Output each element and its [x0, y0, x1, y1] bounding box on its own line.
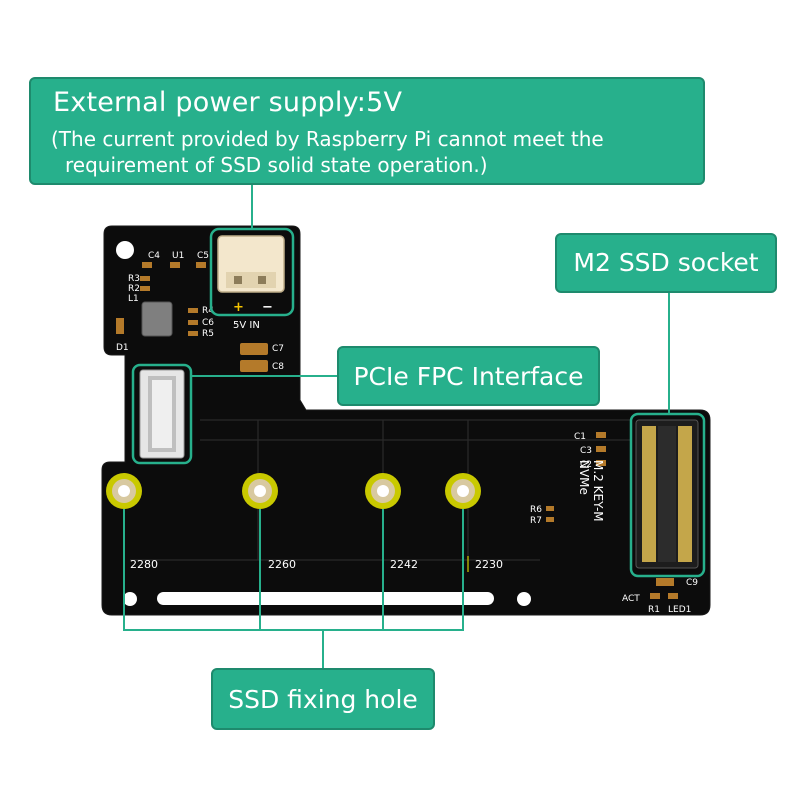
power-supply-title: External power supply:5V: [53, 87, 403, 118]
label-r2: R2: [128, 284, 140, 294]
label-c6: C6: [202, 318, 214, 328]
label-c4: C4: [148, 251, 160, 261]
label-r3: R3: [128, 274, 140, 284]
label-c3: C3: [580, 446, 592, 456]
label-act: ACT: [622, 594, 640, 604]
label-c5: C5: [197, 251, 209, 261]
mount-hole-top: [116, 241, 134, 259]
label-r6: R6: [530, 505, 542, 515]
label-c8: C8: [272, 362, 284, 372]
size-label-2230: 2230: [475, 558, 503, 571]
silk-key-m: M.2 KEY-M: [591, 460, 605, 522]
fixing-hole-callout: SSD fixing hole: [211, 668, 435, 730]
label-r4: R4: [202, 306, 214, 316]
label-r5: R5: [202, 329, 214, 339]
power-connector: [217, 235, 285, 293]
power-supply-callout: External power supply:5V (The current pr…: [29, 77, 705, 185]
power-minus-label: −: [262, 300, 273, 315]
m2-socket: [635, 419, 699, 569]
socket-highlight-frame: [629, 412, 706, 578]
ssd-slot: [157, 592, 494, 605]
fixing-hole-2230: [445, 473, 481, 509]
fixing-hole-label: SSD fixing hole: [228, 685, 418, 714]
label-led1: LED1: [668, 605, 691, 615]
fpc-connector: [139, 369, 185, 459]
pcie-fpc-callout: PCIe FPC Interface: [337, 346, 600, 406]
label-u1: U1: [172, 251, 184, 261]
leader-lines: [123, 185, 670, 668]
silk-nvme: NVMe: [577, 460, 591, 495]
fpc-highlight-frame: [131, 363, 193, 465]
fixing-hole-2242: [365, 473, 401, 509]
label-c2: C2: [580, 460, 592, 470]
label-d1: D1: [116, 343, 129, 353]
power-plus-label: +: [233, 300, 244, 315]
ssd-socket-label: M2 SSD socket: [573, 248, 759, 277]
power-supply-note-line2: requirement of SSD solid state operation…: [65, 153, 488, 177]
label-r7: R7: [530, 516, 542, 526]
fixing-hole-2280: [106, 473, 142, 509]
label-c1: C1: [574, 432, 586, 442]
power-in-label: 5V IN: [233, 320, 260, 331]
label-r1: R1: [648, 605, 660, 615]
power-supply-note-line1: (The current provided by Raspberry Pi ca…: [51, 127, 604, 151]
mount-hole-bottom-right: [517, 592, 531, 606]
inductor-l1: [141, 301, 173, 337]
label-c7: C7: [272, 344, 284, 354]
size-label-2242: 2242: [390, 558, 418, 571]
size-label-2280: 2280: [130, 558, 158, 571]
label-l1: L1: [128, 294, 139, 304]
ssd-socket-callout: M2 SSD socket: [555, 233, 777, 293]
small-components: [116, 262, 678, 599]
label-c9: C9: [686, 578, 698, 588]
pcie-fpc-label: PCIe FPC Interface: [353, 362, 584, 391]
fixing-hole-2260: [242, 473, 278, 509]
mount-hole-bottom-left: [123, 592, 137, 606]
size-label-2260: 2260: [268, 558, 296, 571]
